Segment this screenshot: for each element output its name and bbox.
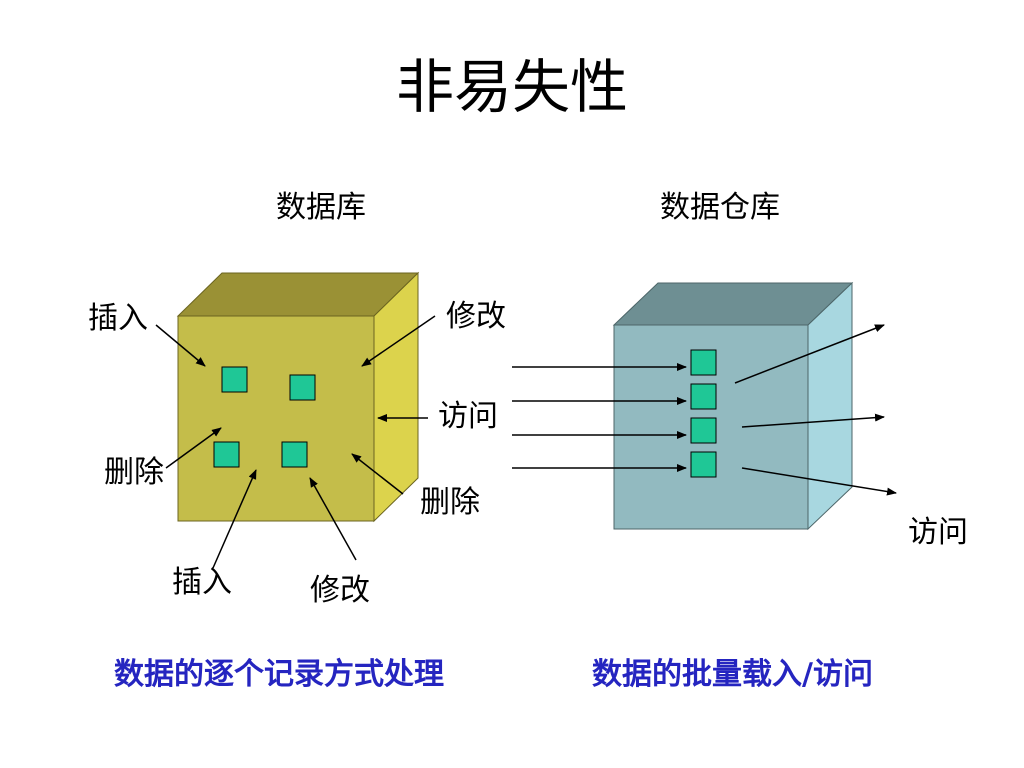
database-record (281, 441, 308, 468)
warehouse-caption: 数据的批量载入/访问 (592, 657, 873, 692)
database-record (221, 366, 248, 393)
page-title: 非易失性 (395, 53, 628, 121)
database-record (213, 441, 240, 468)
insert-label: 插入 (88, 301, 148, 336)
database-cube-front (177, 315, 375, 522)
warehouse-cube-side (807, 281, 853, 531)
delete-left-arrow (165, 427, 222, 469)
warehouse-access-label: 访问 (908, 515, 968, 550)
insert-bottom-arrow (212, 469, 257, 569)
access-out-arrow (734, 324, 885, 384)
warehouse-heading: 数据仓库 (660, 190, 780, 225)
delete-label: 删除 (104, 455, 164, 490)
database-arrows (155, 315, 436, 569)
modify-label: 修改 (310, 573, 370, 608)
access-out-arrow (741, 413, 885, 428)
access-label: 访问 (438, 399, 498, 434)
database-heading: 数据库 (276, 190, 366, 225)
delete-right-arrow (351, 453, 404, 495)
database-cube-side (373, 271, 419, 523)
database-record (289, 374, 316, 401)
insert-label: 插入 (172, 565, 232, 600)
warehouse-cube (612, 281, 854, 531)
modify-top-arrow (361, 315, 436, 367)
insert-top-arrow (155, 324, 206, 367)
warehouse-record (690, 417, 717, 444)
warehouse-record (690, 451, 717, 478)
delete-label: 删除 (420, 485, 480, 520)
access-out-arrow (741, 467, 897, 496)
warehouse-record (690, 349, 717, 376)
warehouse-load-arrows (512, 363, 687, 472)
modify-label: 修改 (446, 299, 506, 334)
warehouse-record (690, 383, 717, 410)
database-caption: 数据的逐个记录方式处理 (114, 657, 444, 692)
modify-bottom-arrow (309, 477, 357, 561)
database-cube (176, 271, 420, 523)
warehouse-access-arrows (734, 324, 897, 496)
